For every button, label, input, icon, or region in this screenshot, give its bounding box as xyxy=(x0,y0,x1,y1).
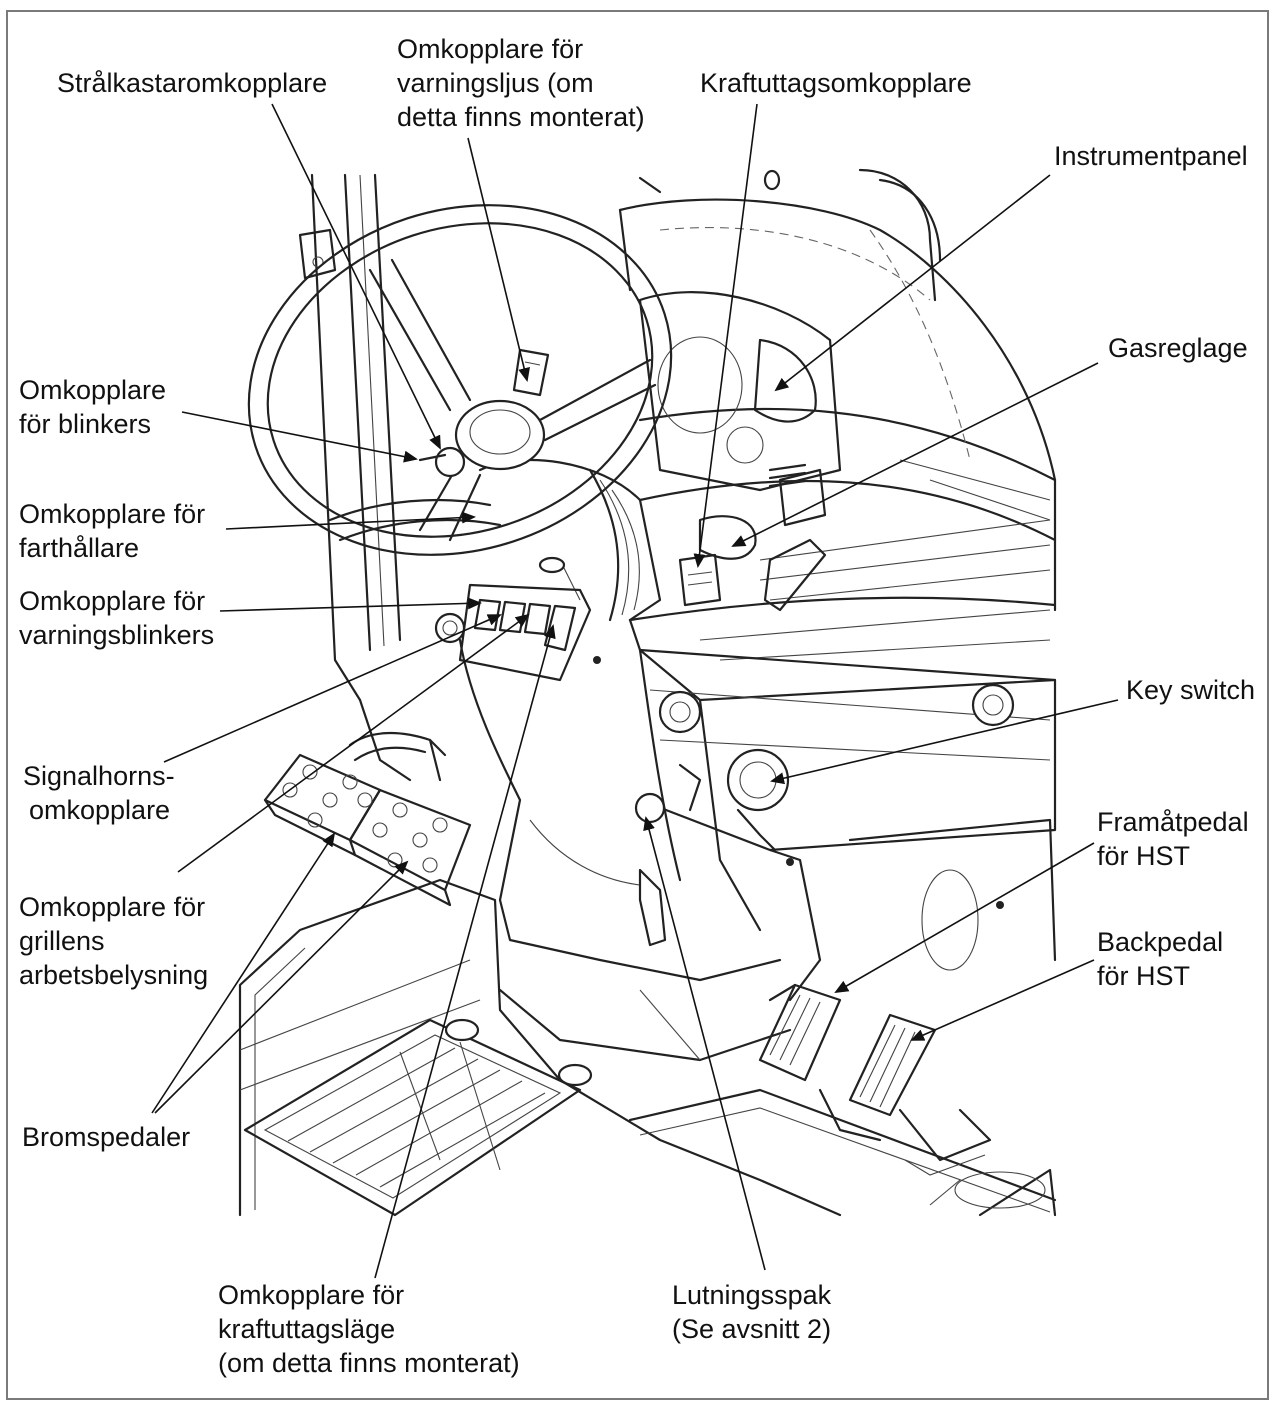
label-line: Bromspedaler xyxy=(22,1122,191,1152)
label-line: Omkopplare för xyxy=(397,34,584,64)
leader-keyswitch xyxy=(770,699,1119,785)
label-line: Omkopplare xyxy=(19,375,167,405)
label-bromspedaler: Bromspedaler xyxy=(22,1120,190,1154)
leader-blinkers xyxy=(181,411,418,463)
label-gasreglage: Gasreglage xyxy=(1108,331,1248,365)
label-line: detta finns monterat) xyxy=(397,102,645,132)
steering-column xyxy=(458,458,822,1062)
floor-mat xyxy=(243,1018,593,1217)
leader-varningsljus xyxy=(467,137,530,382)
label-line: (om detta finns monterat) xyxy=(218,1348,520,1378)
label-line: omkopplare xyxy=(29,795,171,825)
diagram-frame xyxy=(6,10,1269,1400)
rops-post xyxy=(298,173,412,782)
label-line: för HST xyxy=(1097,961,1191,991)
label-line: Lutningsspak xyxy=(672,1280,832,1310)
label-line: Framåtpedal xyxy=(1097,807,1249,837)
label-lutningsspak: Lutningsspak (Se avsnitt 2) xyxy=(672,1278,831,1346)
leader-kraftuttagslage xyxy=(374,624,556,1279)
label-line: farthållare xyxy=(19,533,140,563)
label-line: arbetsbelysning xyxy=(19,960,209,990)
label-line: för blinkers xyxy=(19,409,152,439)
label-line: kraftuttagsläge xyxy=(218,1314,396,1344)
leader-instrumentpanel xyxy=(774,174,1051,392)
label-line: Strålkastaromkopplare xyxy=(57,68,328,98)
hst-pedals xyxy=(758,983,992,1176)
leader-kraftuttag xyxy=(693,103,758,568)
label-line: Omkopplare för xyxy=(19,586,206,616)
label-backpedal: Backpedal för HST xyxy=(1097,925,1223,993)
label-line: Instrumentpanel xyxy=(1054,141,1248,171)
label-farthallare: Omkopplare för farthållare xyxy=(19,497,205,565)
label-line: (Se avsnitt 2) xyxy=(672,1314,832,1344)
label-line: Gasreglage xyxy=(1108,333,1248,363)
floor-outline xyxy=(238,878,1057,1217)
label-line: grillens xyxy=(19,926,105,956)
leader-farthallare xyxy=(225,511,476,530)
label-varningsljus: Omkopplare för varningsljus (om detta fi… xyxy=(397,32,645,134)
instrument-cluster xyxy=(638,291,842,527)
label-line: varningsblinkers xyxy=(19,620,215,650)
label-grillens: Omkopplare för grillens arbetsbelysning xyxy=(19,890,208,992)
label-line: Signalhorns- xyxy=(23,761,175,791)
label-varningsblinkers: Omkopplare för varningsblinkers xyxy=(19,584,214,652)
label-blinkers: Omkopplare för blinkers xyxy=(19,373,166,441)
label-instrumentpanel: Instrumentpanel xyxy=(1054,139,1248,173)
label-line: Omkopplare för xyxy=(19,892,206,922)
leader-lines xyxy=(151,103,1119,1279)
leader-gasreglage xyxy=(731,362,1099,547)
leader-grillens xyxy=(177,613,530,873)
label-line: Key switch xyxy=(1126,675,1256,705)
right-side-panel xyxy=(634,648,1057,971)
label-line: Omkopplare för xyxy=(19,499,206,529)
label-line: för HST xyxy=(1097,841,1191,871)
leader-framatpedal xyxy=(834,842,1095,994)
label-kraftuttagsomkopplare: Kraftuttagsomkopplare xyxy=(700,66,972,100)
leader-stralkastar xyxy=(271,103,441,450)
label-key-switch: Key switch xyxy=(1126,673,1255,707)
steering-wheel xyxy=(247,204,673,556)
label-line: Backpedal xyxy=(1097,927,1224,957)
leader-backpedal xyxy=(910,959,1095,1041)
dashboard-hood xyxy=(618,168,1057,702)
label-line: Kraftuttagsomkopplare xyxy=(700,68,972,98)
label-kraftuttagslage: Omkopplare för kraftuttagsläge (om detta… xyxy=(218,1278,520,1380)
leader-bromspedaler-1 xyxy=(151,832,336,1114)
leader-bromspedaler-2 xyxy=(154,860,409,1114)
label-line: Omkopplare för xyxy=(218,1280,405,1310)
leader-lutningsspak xyxy=(643,816,766,1271)
leader-signalhorn xyxy=(163,614,502,763)
label-line: varningsljus (om xyxy=(397,68,594,98)
label-stralkastaromkopplare: Strålkastaromkopplare xyxy=(57,66,327,100)
label-signalhorn: Signalhorns- omkopplare xyxy=(23,759,175,827)
label-framatpedal: Framåtpedal för HST xyxy=(1097,805,1249,873)
leader-varningsblinkers xyxy=(219,597,482,612)
